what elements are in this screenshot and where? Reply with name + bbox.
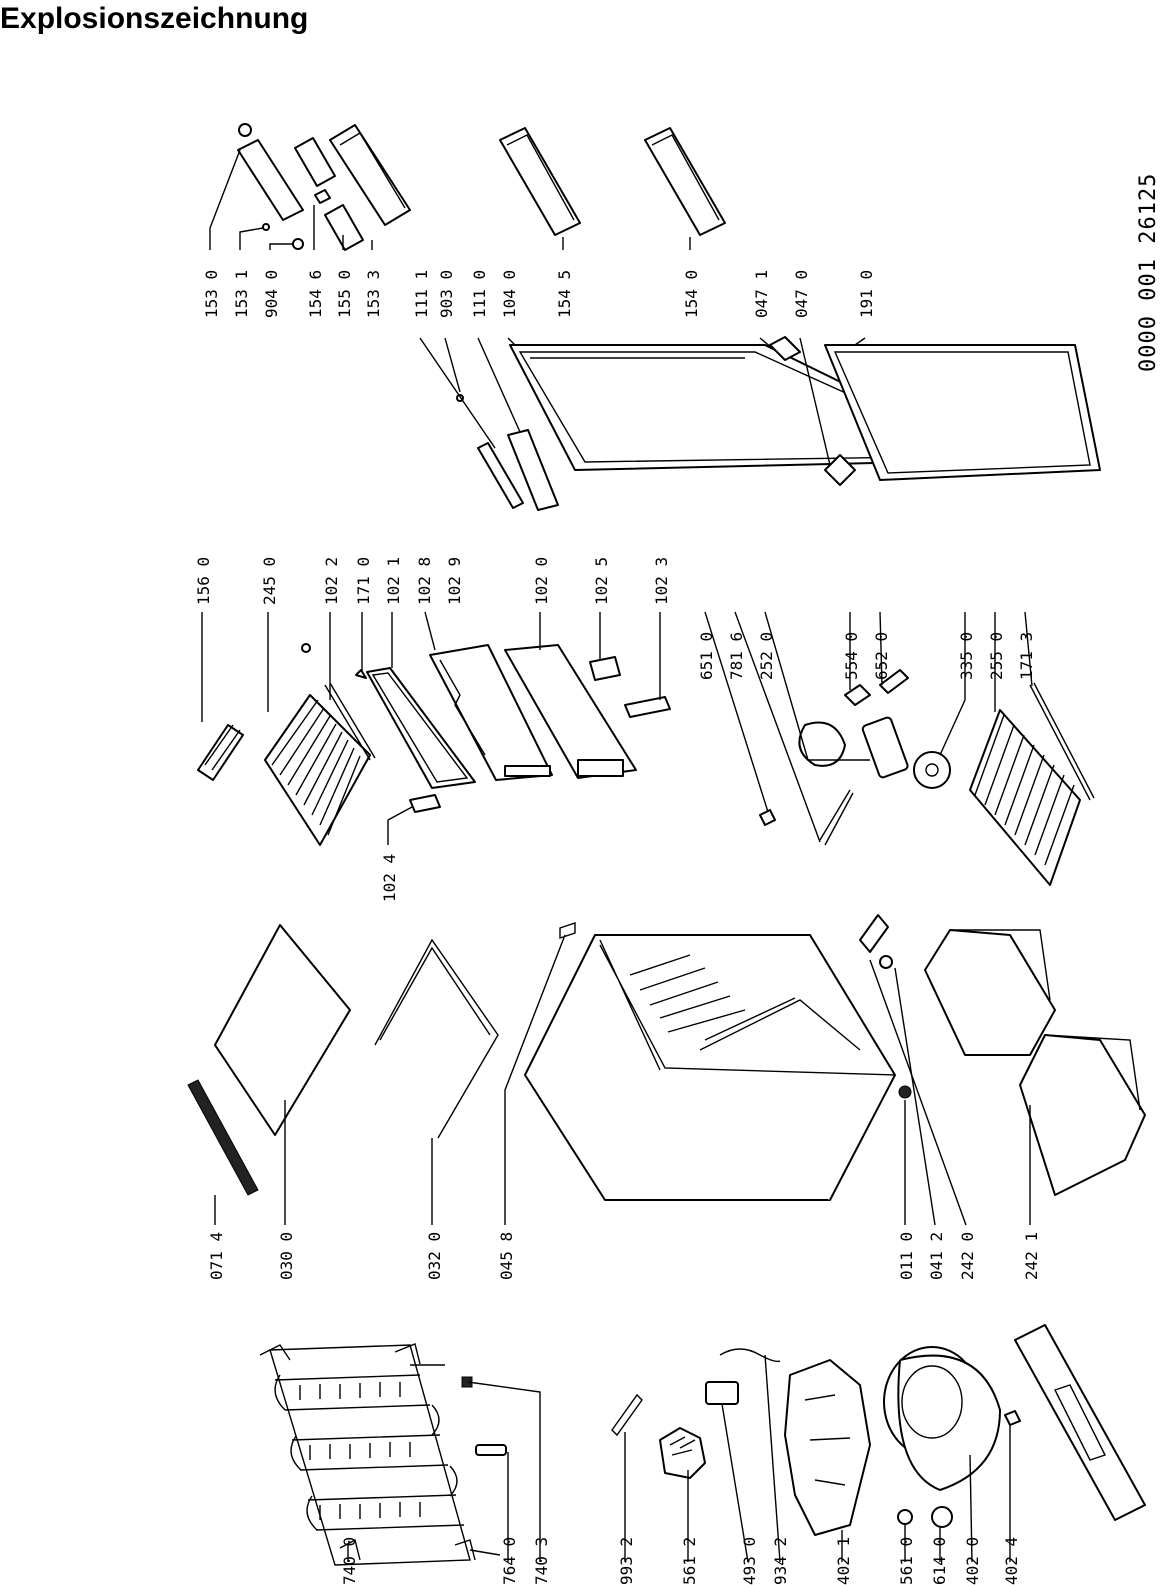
leader-lines [201, 149, 1033, 1563]
label-153-0: 153 0 [202, 270, 221, 318]
front-grille [187, 1079, 259, 1196]
label-740-0: 740 0 [340, 1537, 359, 1585]
label-652-0: 652 0 [872, 632, 891, 680]
page-title: Explosionszeichnung [0, 2, 309, 35]
butter-compartment [237, 139, 304, 221]
label-047-0: 047 0 [792, 270, 811, 318]
condenser-coil [259, 1343, 501, 1561]
label-171-3: 171 3 [1017, 632, 1036, 680]
label-104-0: 104 0 [500, 270, 519, 318]
door-bin-1 [499, 127, 581, 236]
label-651-0: 651 0 [697, 632, 716, 680]
label-402-0: 402 0 [963, 1537, 982, 1585]
label-154-5: 154 5 [555, 270, 574, 318]
label-903-0: 903 0 [437, 270, 456, 318]
label-255-0: 255 0 [987, 632, 1006, 680]
label-041-2: 041 2 [927, 1232, 946, 1280]
label-252-0: 252 0 [757, 632, 776, 680]
compressor-bracket [784, 1359, 871, 1536]
door-gasket [824, 344, 1101, 481]
door-bin-top [329, 124, 411, 226]
label-561-2: 561 2 [680, 1537, 699, 1585]
wire-shelf [264, 694, 371, 846]
capacitor-box [705, 1381, 739, 1405]
label-102-4: 102 4 [380, 854, 399, 902]
crisper-1 [924, 929, 1056, 1056]
compressor-plate [1014, 1324, 1146, 1521]
label-402-4: 402 4 [1002, 1537, 1021, 1585]
label-011-0: 011 0 [897, 1232, 916, 1280]
label-045-8: 045 8 [497, 1232, 516, 1280]
part-labels: 740 0 764 0 740 3 993 2 561 2 493 0 934 … [194, 270, 1041, 1585]
label-554-0: 554 0 [842, 632, 861, 680]
filter-drier [475, 1444, 507, 1456]
label-493-0: 493 0 [740, 1537, 759, 1585]
label-155-0: 155 0 [335, 270, 354, 318]
label-111-0: 111 0 [470, 270, 489, 318]
label-335-0: 335 0 [957, 632, 976, 680]
egg-holder [294, 137, 336, 187]
label-071-4: 071 4 [207, 1232, 226, 1280]
label-111-1: 111 1 [412, 270, 431, 318]
label-781-6: 781 6 [727, 632, 746, 680]
label-242-0: 242 0 [958, 1232, 977, 1280]
evaporator-frame [429, 644, 553, 781]
cabinet-group [187, 914, 1146, 1201]
label-153-1: 153 1 [232, 270, 251, 318]
lamp-housing [861, 716, 909, 779]
shelves-group [197, 643, 1095, 886]
foot [913, 751, 951, 789]
label-171-0: 171 0 [354, 557, 373, 605]
label-740-3: 740 3 [532, 1537, 551, 1585]
condenser-group [259, 1324, 1146, 1566]
label-242-1: 242 1 [1022, 1232, 1041, 1280]
label-032-0: 032 0 [425, 1232, 444, 1280]
label-102-9: 102 9 [445, 557, 464, 605]
bottom-grille [969, 709, 1081, 886]
door-bin-2 [644, 127, 726, 236]
label-934-2: 934 2 [771, 1537, 790, 1585]
label-102-3: 102 3 [652, 557, 671, 605]
label-154-6: 154 6 [306, 270, 325, 318]
crisper-2 [1019, 1034, 1146, 1196]
thermostat-knob [798, 721, 846, 767]
label-561-0: 561 0 [897, 1537, 916, 1585]
label-764-0: 764 0 [500, 1537, 519, 1585]
label-191-0: 191 0 [857, 270, 876, 318]
label-154-0: 154 0 [682, 270, 701, 318]
label-245-0: 245 0 [260, 557, 279, 605]
label-047-1: 047 1 [752, 270, 771, 318]
glass-shelf [366, 667, 476, 789]
document-code: 0000 001 26125 [1136, 173, 1161, 372]
label-102-5: 102 5 [592, 557, 611, 605]
label-993-2: 993 2 [617, 1537, 636, 1585]
label-614-0: 614 0 [930, 1537, 949, 1585]
label-102-0: 102 0 [532, 557, 551, 605]
label-102-8: 102 8 [415, 557, 434, 605]
label-102-1: 102 1 [384, 557, 403, 605]
label-402-1: 402 1 [834, 1537, 853, 1585]
label-156-0: 156 0 [194, 557, 213, 605]
label-102-2: 102 2 [322, 557, 341, 605]
label-030-0: 030 0 [277, 1232, 296, 1280]
top-panel [214, 924, 351, 1136]
label-153-3: 153 3 [364, 270, 383, 318]
egg-tray [197, 724, 244, 781]
label-904-0: 904 0 [262, 270, 281, 318]
door-handle [507, 429, 559, 511]
door-group [237, 123, 1101, 511]
